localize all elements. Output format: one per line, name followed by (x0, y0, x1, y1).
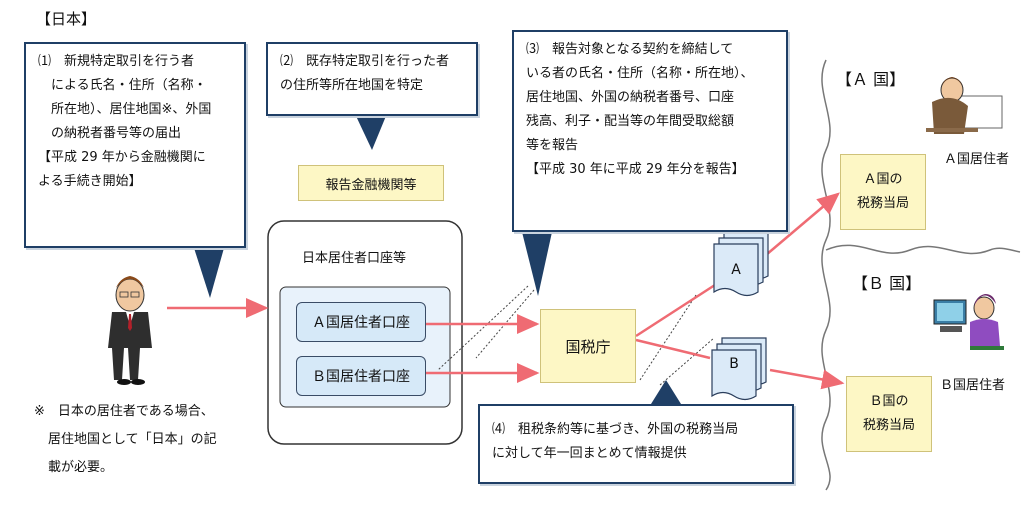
acct-a-label: Ａ国居住者口座 (312, 315, 410, 331)
acct-b-label: Ｂ国居住者口座 (312, 369, 410, 385)
arrow-doc-a-to-auth-a (765, 192, 840, 256)
document-stack-b (711, 337, 767, 401)
note-1-new-transaction: ⑴ 新規特定取引を行う者 による氏名・住所（名称・ 所在地）、居住地国※、外国 … (24, 42, 246, 248)
country-divider-wave (825, 244, 1021, 255)
b-country-label: 【Ｂ 国】 (852, 274, 922, 293)
a-country-resident-account: Ａ国居住者口座 (296, 302, 426, 342)
note2-line-2: の住所等所在地国を特定 (280, 78, 424, 93)
a-country-resident-label: Ａ国居住者 (944, 152, 1010, 167)
document-stack-a (713, 231, 769, 297)
note4-line-2: に対して年一回まとめて情報提供 (492, 446, 687, 461)
footnote-line-2: 居住地国として「日本」の記 (48, 432, 217, 447)
note1-line-4: の納税者番号等の届出 (38, 126, 182, 141)
arrow-nta-to-doc-b (635, 338, 711, 360)
b-resident-figure (933, 294, 1004, 350)
doc-b-label: B (729, 356, 739, 372)
note3-line-4: 残高、利子・配当等の年間受取総額 (526, 114, 735, 129)
arrow-nta-to-doc-a (635, 281, 719, 338)
national-tax-agency: 国税庁 (540, 309, 636, 383)
reporting-financial-institution: 報告金融機関等 (298, 165, 444, 201)
note3-line-2: いる者の氏名・住所（名称・所在地）、 (526, 66, 754, 81)
note1-sub-2: よる手続き開始】 (38, 174, 142, 189)
note1-line-1: ⑴ 新規特定取引を行う者 (38, 54, 195, 69)
note3-line-3: 居住地国、外国の納税者番号、口座 (526, 90, 735, 105)
a-country-tax-authority: Ａ国の 税務当局 (840, 154, 926, 230)
note1-line-3: 所在地）、居住地国※、外国 (38, 102, 212, 117)
note-4-info-exchange: ⑷ 租税条約等に基づき、外国の税務当局 に対して年一回まとめて情報提供 (478, 404, 794, 484)
hint-line-1 (437, 285, 529, 371)
note4-line-1: ⑷ 租税条約等に基づき、外国の税務当局 (492, 422, 739, 437)
footnote-line-3: 載が必要。 (48, 460, 114, 475)
auth-b-line-2: 税務当局 (862, 418, 915, 433)
hint-line-3 (659, 337, 715, 386)
footnote-line-1: ※ 日本の居住者である場合、 (34, 404, 214, 419)
doc-a-label: A (731, 262, 741, 278)
fin-inst-label: 報告金融機関等 (325, 177, 417, 193)
note2-pointer (356, 116, 386, 150)
japan-resident-figure (108, 276, 152, 385)
japan-accounts-title: 日本居住者口座等 (302, 251, 407, 266)
footnote: ※ 日本の居住者である場合、 居住地国として「日本」の記 載が必要。 (34, 398, 217, 482)
auth-a-line-1: Ａ国の (863, 172, 903, 187)
a-country-label: 【Ａ 国】 (836, 70, 906, 89)
note2-line-1: ⑵ 既存特定取引を行った者 (280, 54, 450, 69)
note1-sub-1: 【平成 29 年から金融機関に (38, 150, 206, 165)
note1-line-2: による氏名・住所（名称・ (38, 78, 207, 93)
note4-pointer (651, 380, 681, 404)
note1-pointer (194, 248, 224, 298)
auth-a-line-2: 税務当局 (856, 196, 909, 211)
nta-label: 国税庁 (565, 337, 611, 356)
b-country-resident-account: Ｂ国居住者口座 (296, 356, 426, 396)
hint-line-4 (639, 294, 697, 381)
border-wave-line (821, 59, 831, 491)
b-country-resident-label: Ｂ国居住者 (940, 378, 1006, 393)
japan-region-label: 【日本】 (36, 10, 97, 28)
note-3-report-contents: ⑶ 報告対象となる契約を締結して いる者の氏名・住所（名称・所在地）、 居住地国… (512, 30, 788, 232)
note3-line-5: 等を報告 (526, 138, 579, 153)
note-2-existing-transaction: ⑵ 既存特定取引を行った者 の住所等所在地国を特定 (266, 42, 478, 116)
b-country-tax-authority: Ｂ国の 税務当局 (846, 376, 932, 452)
note3-sub-1: 【平成 30 年に平成 29 年分を報告】 (526, 162, 745, 177)
note3-line-1: ⑶ 報告対象となる契約を締結して (526, 42, 734, 57)
auth-b-line-1: Ｂ国の (869, 394, 909, 409)
note3-pointer (522, 232, 552, 296)
arrow-doc-b-to-auth-b (769, 368, 845, 390)
a-resident-figure (926, 77, 1003, 134)
